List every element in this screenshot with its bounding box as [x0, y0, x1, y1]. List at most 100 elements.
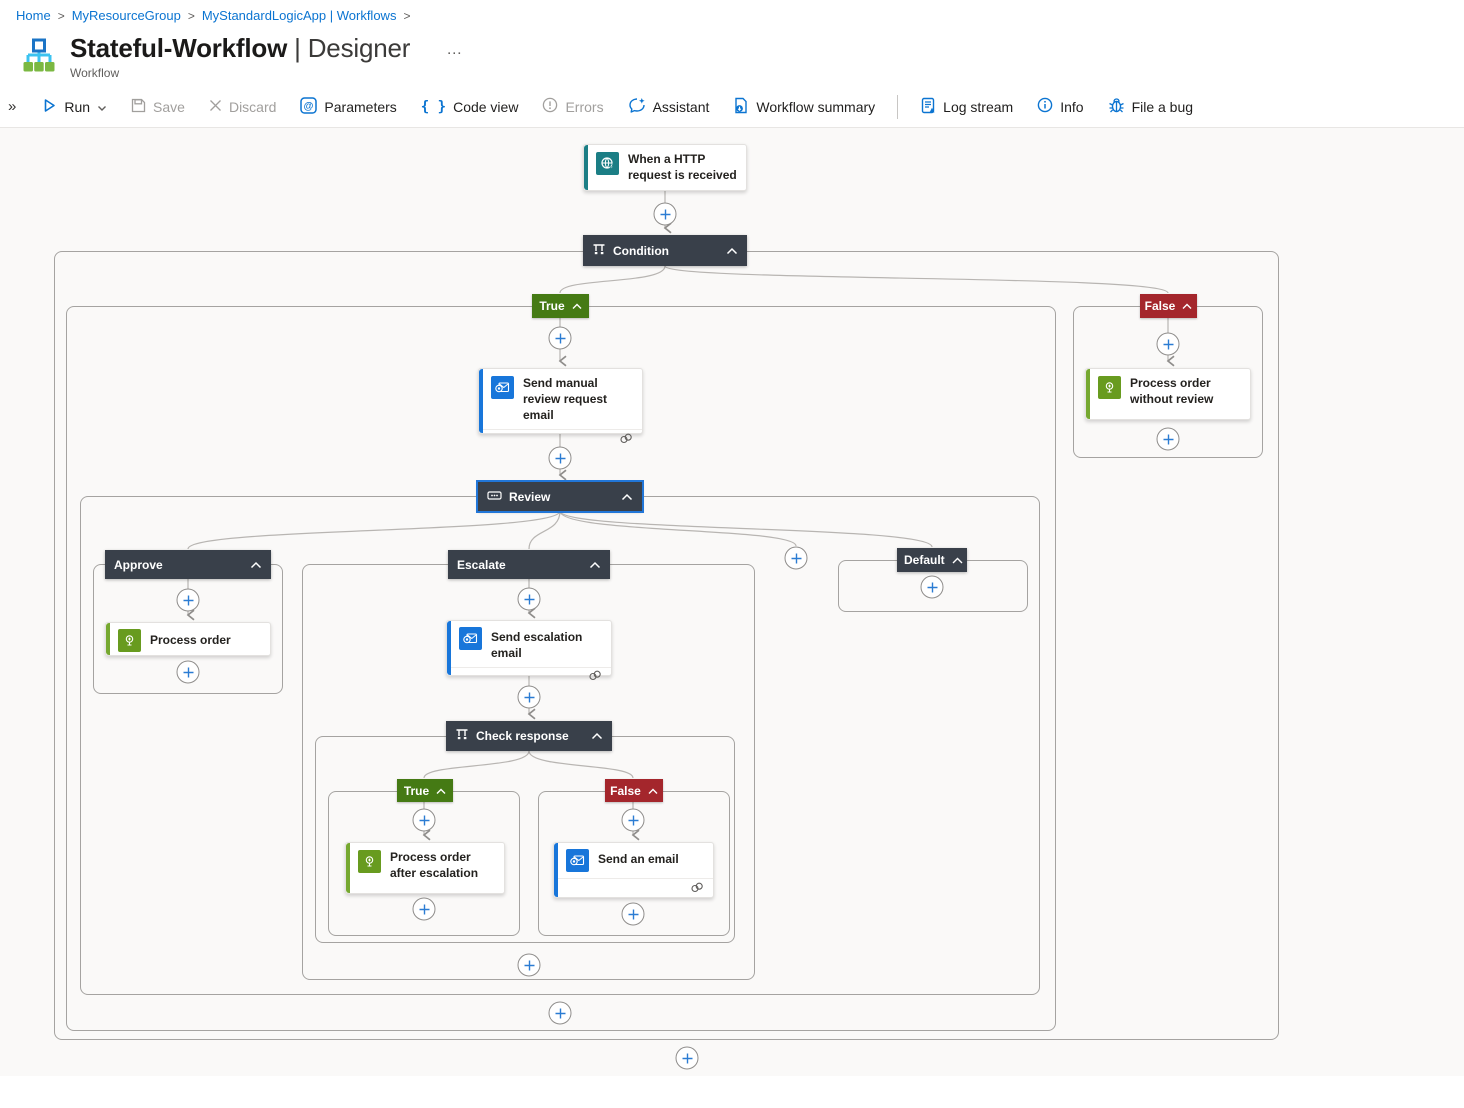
condition-icon	[592, 243, 606, 259]
switch-icon	[487, 490, 502, 504]
run-button[interactable]: Run	[30, 90, 119, 124]
workflow-canvas[interactable]: When a HTTP request is received Conditio…	[0, 128, 1464, 1076]
log-stream-button[interactable]: Log stream	[908, 90, 1025, 124]
add-action-button[interactable]	[548, 326, 572, 350]
command-bar: » Run Save Discard @ Parameters { } Code…	[0, 86, 1464, 128]
branch-label-text: False	[1144, 299, 1176, 313]
review-switch-header[interactable]: Review	[476, 480, 644, 513]
chevron-up-icon[interactable]	[591, 732, 603, 740]
chevron-up-icon[interactable]	[726, 247, 738, 255]
discard-button[interactable]: Discard	[197, 90, 288, 124]
outlook-icon	[566, 849, 589, 872]
chevron-up-icon[interactable]	[621, 493, 633, 501]
card-accent-bar	[346, 843, 350, 893]
action-card-send-an-email[interactable]: Send an email	[553, 842, 714, 898]
link-icon	[619, 431, 633, 449]
check-response-header[interactable]: Check response	[446, 721, 612, 751]
info-button[interactable]: Info	[1025, 90, 1095, 124]
more-options-button[interactable]: …	[446, 41, 465, 58]
document-download-icon	[733, 97, 749, 117]
chevron-down-icon	[97, 99, 107, 115]
add-action-button[interactable]	[517, 587, 541, 611]
escalate-case-header[interactable]: Escalate	[448, 550, 610, 579]
expand-toolbar-icon[interactable]: »	[0, 98, 30, 115]
log-document-icon	[920, 97, 936, 117]
chevron-up-icon	[572, 299, 582, 313]
add-action-button[interactable]	[412, 808, 436, 832]
action-title: Process order after escalation	[390, 850, 479, 880]
add-action-button[interactable]	[412, 897, 436, 921]
card-accent-bar	[1086, 369, 1090, 419]
svg-text:@: @	[304, 101, 314, 112]
add-action-button[interactable]	[621, 902, 645, 926]
action-card-send-manual-review[interactable]: Send manual review request email	[478, 368, 643, 444]
add-action-button[interactable]	[548, 446, 572, 470]
approve-case-header[interactable]: Approve	[105, 550, 271, 579]
check-false-label[interactable]: False	[605, 779, 663, 802]
condition-scope-header[interactable]: Condition	[583, 235, 747, 266]
parameters-at-icon: @	[300, 96, 318, 117]
errors-button[interactable]: Errors	[530, 90, 615, 124]
toolbar-divider	[897, 94, 899, 119]
add-action-button[interactable]	[621, 808, 645, 832]
chevron-up-icon[interactable]	[589, 561, 601, 569]
connection-strip	[479, 429, 642, 450]
assistant-button[interactable]: Assistant	[616, 90, 722, 124]
bug-icon	[1108, 97, 1125, 117]
breadcrumb: Home > MyResourceGroup > MyStandardLogic…	[0, 0, 1464, 23]
breadcrumb-resource-group-link[interactable]: MyResourceGroup	[71, 8, 181, 23]
code-braces-icon: { }	[420, 98, 447, 115]
check-true-label[interactable]: True	[397, 779, 453, 802]
true-branch-label[interactable]: True	[532, 294, 589, 318]
condition-icon	[455, 728, 469, 744]
connection-strip	[447, 667, 611, 686]
add-case-button[interactable]	[784, 546, 808, 570]
http-request-icon	[596, 152, 619, 175]
action-card-process-order-without-review[interactable]: Process order without review	[1085, 368, 1251, 420]
title-row: Stateful-Workflow | Designer Workflow …	[0, 23, 1464, 80]
add-action-button[interactable]	[920, 575, 944, 599]
card-accent-bar	[106, 623, 110, 655]
code-view-button[interactable]: { } Code view	[409, 90, 531, 124]
info-circle-icon	[1037, 97, 1053, 116]
save-button[interactable]: Save	[119, 90, 197, 124]
false-branch-label[interactable]: False	[1140, 294, 1197, 318]
page-subtitle: Workflow	[70, 66, 120, 80]
action-card-process-order[interactable]: Process order	[105, 622, 271, 656]
action-card-process-order-after-escalation[interactable]: Process order after escalation	[345, 842, 505, 894]
parameters-button[interactable]: @ Parameters	[288, 90, 408, 124]
scope-title: Approve	[114, 557, 163, 572]
close-icon	[209, 99, 222, 115]
trigger-card-http-request[interactable]: When a HTTP request is received	[583, 144, 747, 191]
add-action-button[interactable]	[675, 1046, 699, 1070]
add-action-button[interactable]	[517, 953, 541, 977]
connection-strip	[554, 878, 713, 898]
scope-title: Escalate	[457, 557, 506, 572]
card-accent-bar	[479, 369, 483, 433]
add-action-button[interactable]	[517, 685, 541, 709]
add-action-button[interactable]	[1156, 332, 1180, 356]
breadcrumb-separator: >	[57, 8, 65, 23]
chevron-up-icon	[1182, 299, 1192, 313]
compose-icon	[1098, 376, 1121, 399]
default-case-header[interactable]: Default	[897, 548, 967, 572]
breadcrumb-logicapp-workflows-link[interactable]: MyStandardLogicApp | Workflows	[201, 8, 397, 23]
workflow-summary-button[interactable]: Workflow summary	[721, 90, 887, 124]
action-card-send-escalation-email[interactable]: Send escalation email	[446, 620, 612, 681]
branch-label-text: False	[610, 783, 641, 798]
add-action-button[interactable]	[1156, 427, 1180, 451]
branch-label-text: True	[539, 299, 565, 313]
add-action-button[interactable]	[548, 1001, 572, 1025]
breadcrumb-separator: >	[187, 8, 195, 23]
trigger-title: When a HTTP request is received	[628, 152, 737, 182]
chevron-up-icon[interactable]	[952, 557, 963, 564]
card-accent-bar	[554, 843, 558, 897]
add-action-button[interactable]	[176, 588, 200, 612]
add-action-button[interactable]	[653, 202, 677, 226]
chevron-up-icon[interactable]	[250, 561, 262, 569]
compose-icon	[118, 629, 141, 652]
add-action-button[interactable]	[176, 660, 200, 684]
breadcrumb-home-link[interactable]: Home	[16, 8, 51, 23]
action-title: Send an email	[598, 852, 679, 866]
file-a-bug-button[interactable]: File a bug	[1096, 90, 1205, 124]
